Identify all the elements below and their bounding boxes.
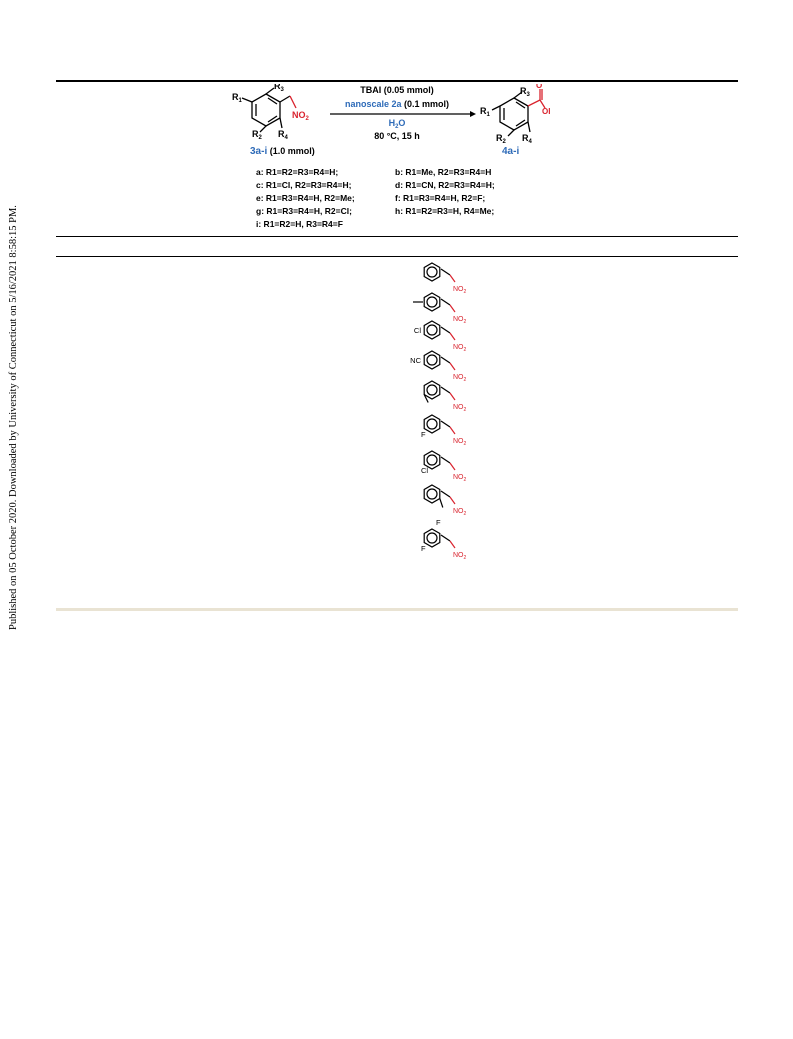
ch2-bond — [440, 326, 451, 334]
aromatic-circle — [426, 266, 438, 278]
substrate-structure-e: NO2 — [423, 380, 467, 413]
cn-bond — [449, 392, 456, 401]
cn-bond — [449, 274, 456, 283]
substrate-structure-b: NO2 — [413, 292, 467, 325]
reaction-arrow-head — [470, 111, 476, 117]
ch2-bond — [440, 386, 451, 394]
prod-r4: R4 — [522, 133, 533, 145]
table-header-rule — [56, 236, 738, 237]
publication-sidebar-note: Published on 05 October 2020. Downloaded… — [8, 205, 19, 630]
variant-f: f: R1=R3=R4=H, R2=F; — [395, 193, 485, 203]
meta-substituent: F — [421, 544, 426, 553]
table-body-rule — [56, 256, 738, 257]
ch2-bond — [440, 420, 451, 428]
ortho-substituent: F — [436, 518, 441, 527]
nitro-label: NO2 — [453, 404, 467, 413]
aromatic-circle — [426, 324, 438, 336]
substrate-structure-d: NO2 NC — [410, 350, 467, 383]
substrate-structure-f: NO2 F — [421, 414, 467, 447]
sm-r2: R2 — [252, 129, 263, 141]
product-label: 4a-i — [502, 146, 519, 157]
nitro-label: NO2 — [453, 438, 467, 447]
benzene-ring — [423, 484, 441, 504]
substrate-structure-c: NO2 Cl — [414, 320, 467, 353]
nitro-label: NO2 — [453, 474, 467, 483]
variant-e: e: R1=R3=R4=H, R2=Me; — [256, 193, 355, 203]
product-structure — [491, 89, 546, 137]
substrate-structure-h: NO2 — [423, 484, 467, 517]
meta-substituent: F — [421, 430, 426, 439]
cn-bond — [449, 426, 456, 435]
variant-d: d: R1=CN, R2=R3=R4=H; — [395, 180, 495, 190]
reagent-catalyst: nanoscale 2a (0.1 mmol) — [345, 99, 449, 109]
ch2-bond — [440, 456, 451, 464]
aromatic-circle — [426, 418, 438, 430]
nitro-label: NO2 — [453, 316, 467, 325]
prod-r1: R1 — [480, 106, 491, 118]
ch2-bond — [440, 490, 451, 498]
benzene-ring — [423, 292, 441, 312]
sm-r4: R4 — [278, 129, 289, 141]
variant-list: a: R1=R2=R3=R4=H; b: R1=Me, R2=R3=R4=H c… — [256, 167, 495, 229]
ch2-bond — [440, 298, 451, 306]
table-bottom-rule — [56, 608, 738, 611]
prod-r2: R2 — [496, 133, 507, 145]
prod-carbonyl-o: O — [536, 84, 542, 90]
benzene-ring — [423, 262, 441, 282]
benzene-ring — [423, 380, 441, 400]
variant-h: h: R1=R2=R3=H, R4=Me; — [395, 206, 494, 216]
cn-bond — [449, 332, 456, 341]
nitro-label: NO2 — [453, 374, 467, 383]
cn-bond — [449, 496, 456, 505]
methyl-bond — [423, 394, 429, 403]
solvent: H2O — [389, 118, 406, 130]
table-top-rule — [56, 80, 738, 82]
sm-r1: R1 — [232, 92, 243, 104]
ch2-bond — [440, 356, 451, 364]
cn-bond — [449, 304, 456, 313]
para-substituent: NC — [410, 356, 421, 365]
variant-a: a: R1=R2=R3=R4=H; — [256, 167, 338, 177]
benzene-ring — [423, 450, 441, 470]
prod-r3: R3 — [520, 86, 531, 98]
conditions: 80 °C, 15 h — [374, 131, 420, 141]
sm-label: 3a-i (1.0 mmol) — [250, 146, 315, 157]
reaction-scheme: R3 R1 R2 R4 NO2 3a-i (1.0 mmol) TBAI (0.… — [232, 84, 550, 229]
benzene-ring — [423, 528, 441, 548]
nitro-label: NO2 — [453, 552, 467, 561]
cn-bond — [449, 362, 456, 371]
ch2-bond — [440, 268, 451, 276]
cn-bond — [449, 540, 456, 549]
cn-bond — [449, 462, 456, 471]
aromatic-circle — [426, 296, 438, 308]
nitro-label: NO2 — [453, 286, 467, 295]
variant-b: b: R1=Me, R2=R3=R4=H — [395, 167, 491, 177]
benzene-ring — [423, 320, 441, 340]
methyl-bond — [439, 498, 444, 508]
sm-r3: R3 — [274, 84, 285, 93]
benzene-ring — [423, 414, 441, 434]
starting-material-structure — [241, 87, 297, 133]
aromatic-circle — [426, 532, 438, 544]
aromatic-circle — [426, 454, 438, 466]
aromatic-circle — [426, 488, 438, 500]
para-substituent: Cl — [414, 326, 421, 335]
variant-c: c: R1=Cl, R2=R3=R4=H; — [256, 180, 352, 190]
benzene-ring — [423, 350, 441, 370]
aromatic-circle — [426, 384, 438, 396]
substrate-structure-i: NO2 F F — [421, 518, 467, 561]
variant-i: i: R1=R2=H, R3=R4=F — [256, 219, 343, 229]
substrate-structure-g: NO2 Cl — [421, 450, 467, 483]
variant-g: g: R1=R3=R4=H, R2=Cl; — [256, 206, 352, 216]
sm-nitro-group: NO2 — [292, 110, 310, 122]
nitro-label: NO2 — [453, 508, 467, 517]
ch2-bond — [440, 534, 451, 542]
meta-substituent: Cl — [421, 466, 428, 475]
reagent-tbai: TBAI (0.05 mmol) — [360, 85, 434, 95]
prod-hydroxyl: OH — [542, 107, 550, 116]
substrate-structure-a: NO2 — [423, 262, 467, 295]
aromatic-circle — [426, 354, 438, 366]
nitro-label: NO2 — [453, 344, 467, 353]
